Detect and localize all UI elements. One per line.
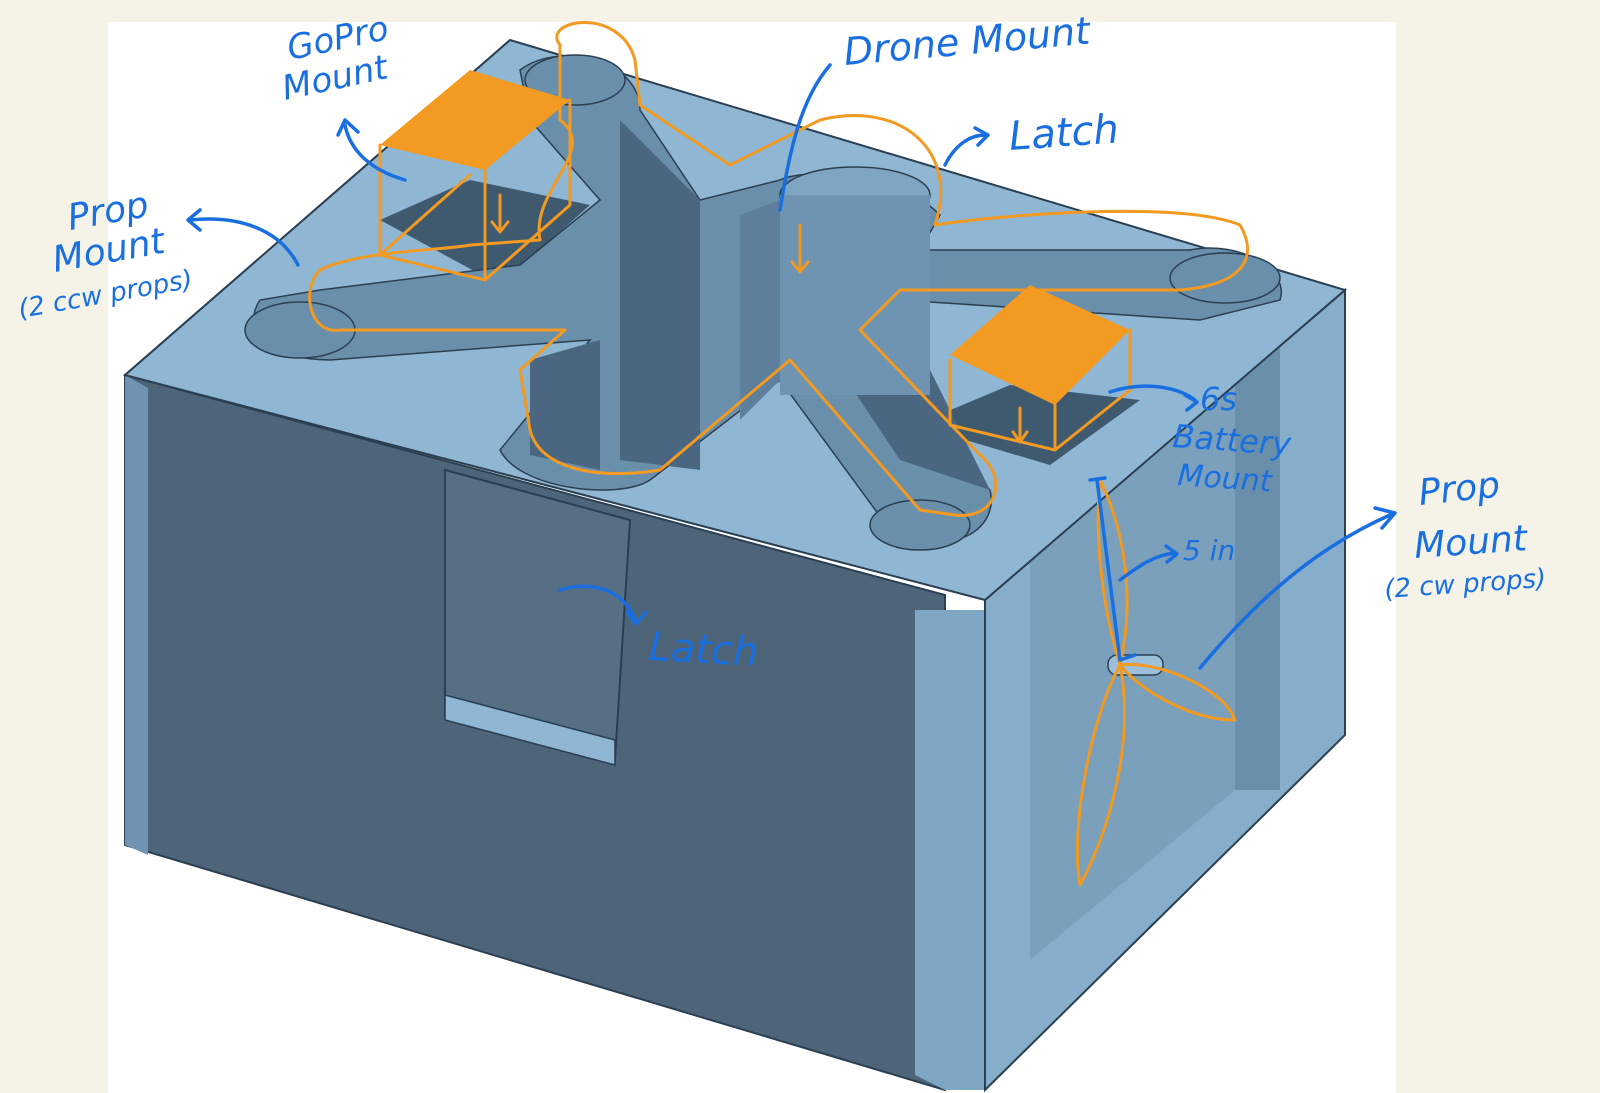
battery-down-arrow <box>1011 406 1029 444</box>
prop-left-arrow <box>186 208 300 267</box>
latch-top-arrow <box>943 126 990 167</box>
battery-mount-box <box>950 285 1130 405</box>
prop-size-arrow <box>1118 544 1179 582</box>
battery-label-line2: Battery <box>1171 417 1293 463</box>
prop-blade-right <box>1118 662 1237 722</box>
gopro-arrow <box>336 118 407 182</box>
gopro-mount-box <box>380 70 570 170</box>
gopro-box-edges <box>378 98 572 282</box>
prop-size-label: 5 in <box>1183 534 1235 567</box>
prop-right-label-line3: (2 cw props) <box>1383 564 1547 605</box>
prop-right-label-line1: Prop <box>1417 465 1502 514</box>
front-latch-bar <box>444 694 616 766</box>
well-wall-left <box>620 120 700 470</box>
blue-annotation-strokes <box>186 63 1397 670</box>
model-left-bevel <box>125 375 148 855</box>
battery-pocket <box>915 385 1140 465</box>
latch-top-label: Latch <box>1007 106 1120 160</box>
drone-case-model <box>122 38 1348 1093</box>
battery-box-edges <box>948 328 1132 452</box>
prop-right-arrow <box>1198 506 1397 670</box>
prop-size-bracket <box>1088 476 1137 662</box>
well-wall-center <box>740 200 780 420</box>
orange-drone-sketch <box>308 21 1249 887</box>
prop-right-label-line2: Mount <box>1413 518 1530 567</box>
model-corner-bevel <box>915 610 985 1090</box>
center-cylinder-body <box>780 195 930 395</box>
battery-label-line1: 6s <box>1200 380 1237 418</box>
corner-notch-back <box>524 54 626 106</box>
prop-blade-lower <box>1075 663 1126 887</box>
center-down-arrow <box>790 223 810 274</box>
top-pockets <box>253 55 1283 543</box>
drone-mount-leader <box>778 63 832 212</box>
latch-front-arrow <box>558 584 648 626</box>
latch-front-label: Latch <box>647 624 759 676</box>
corner-notch-front <box>869 499 971 551</box>
gopro-down-arrow <box>490 193 510 234</box>
drone-frame-sketch <box>308 21 1249 517</box>
well-wall-front <box>530 340 600 470</box>
battery-arrow <box>1108 384 1199 412</box>
battery-label-line3: Mount <box>1176 458 1273 500</box>
model-right-rib <box>1235 330 1280 790</box>
